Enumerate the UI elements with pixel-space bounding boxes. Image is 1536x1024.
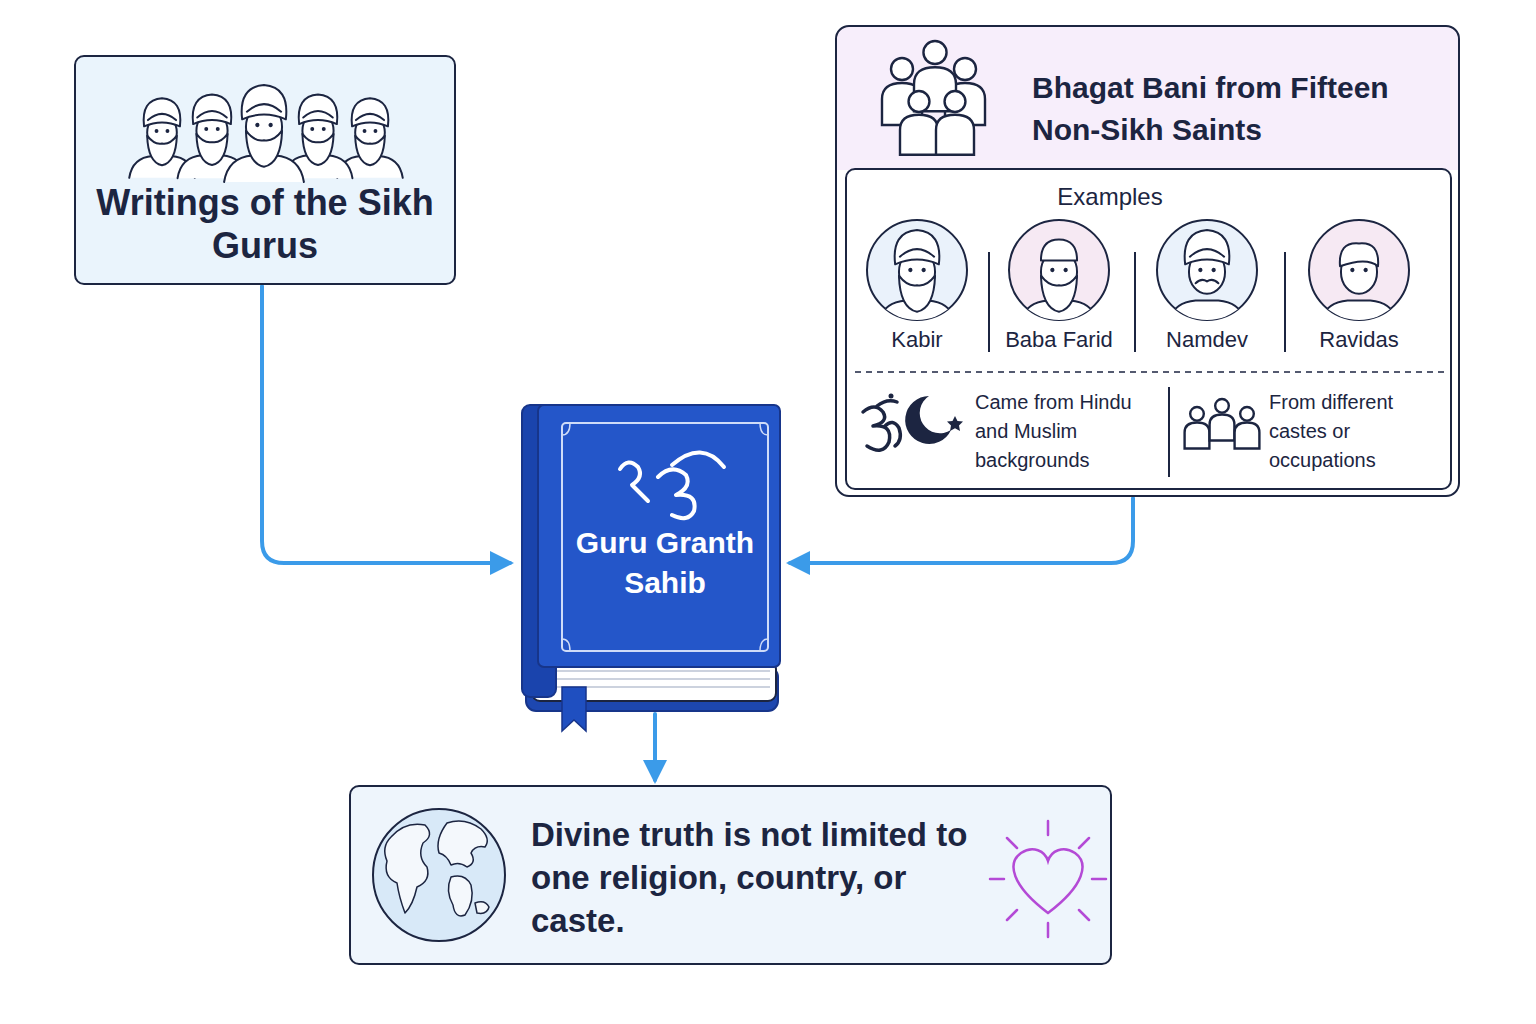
saint-portrait: Baba Farid: [989, 218, 1129, 368]
book-title: Guru Granth Sahib: [562, 523, 768, 603]
note-text: From different castes or occupations: [1269, 388, 1444, 475]
saint-name: Baba Farid: [989, 326, 1129, 354]
examples-box: KabirBaba Farid Namdev Ravidas ExamplesCame…: [845, 168, 1452, 490]
saint-name: Namdev: [1137, 326, 1277, 354]
source-box: Writings of the Sikh Gurus: [74, 55, 456, 285]
box-title: Writings of the Sikh Gurus: [96, 181, 434, 267]
saint-name: Ravidas: [1289, 326, 1429, 354]
flow-arrow: [790, 498, 1133, 563]
scripture-book: Guru Granth Sahib: [522, 405, 780, 712]
section-heading: Examples: [1010, 182, 1210, 212]
saint-name: Kabir: [847, 326, 987, 354]
saint-portrait: Namdev: [1137, 218, 1277, 368]
source-panel: KabirBaba Farid Namdev Ravidas ExamplesCame…: [835, 25, 1460, 497]
flow-arrow: [653, 714, 657, 780]
message-text: Divine truth is not limited to one relig…: [531, 813, 979, 942]
note-text: Came from Hindu and Muslim backgrounds: [975, 388, 1155, 475]
saint-portrait: Ravidas: [1289, 218, 1429, 368]
panel-title: Bhagat Bani from Fifteen Non-Sikh Saints: [1032, 67, 1437, 151]
saint-portrait: Kabir: [847, 218, 987, 368]
flow-arrow: [262, 286, 510, 563]
message-box: Divine truth is not limited to one relig…: [349, 785, 1112, 965]
